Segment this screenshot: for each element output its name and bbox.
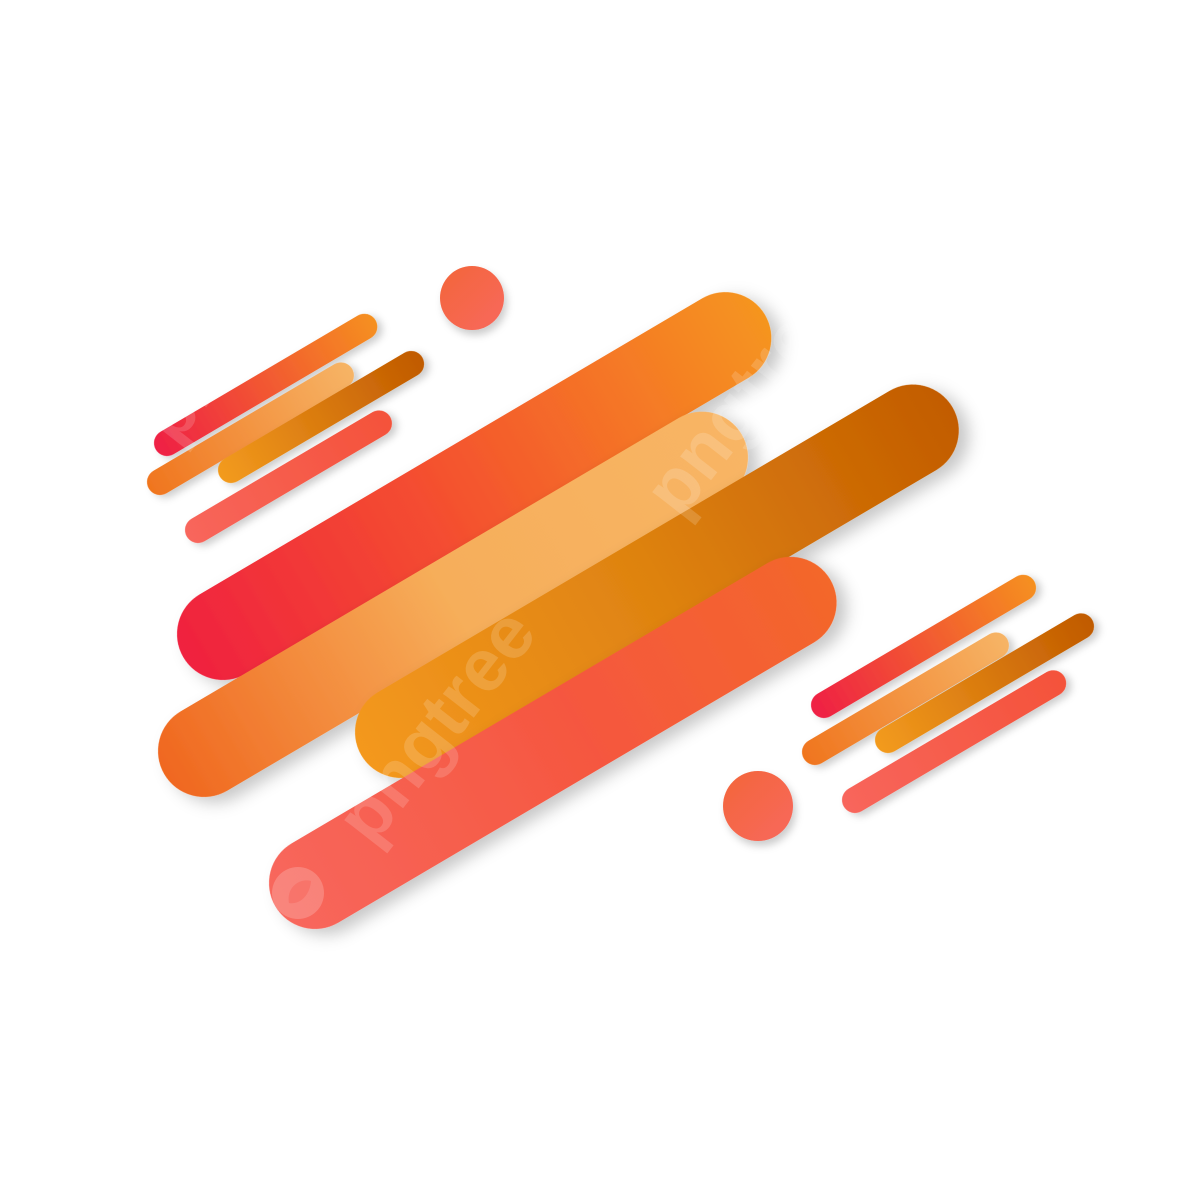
- dot-top: [440, 266, 504, 330]
- small-stripe-red: [811, 574, 1037, 718]
- stripe-brown-long: [355, 384, 959, 778]
- small-stripe-red: [154, 313, 378, 456]
- small-stripe-orange: [147, 362, 354, 495]
- stripe-salmon-long: [269, 556, 837, 929]
- small-stripe-orange: [802, 632, 1009, 765]
- stripe-red-long: [177, 292, 772, 680]
- stripe-orange-long: [158, 411, 749, 797]
- dot-bottom: [723, 771, 793, 841]
- leaf-icon: [272, 867, 324, 919]
- small-stripe-salmon: [185, 410, 392, 543]
- small-stripe-salmon: [842, 670, 1067, 813]
- small-stripe-cluster-bottom-right: [802, 574, 1095, 813]
- small-stripe-brown: [218, 350, 425, 483]
- small-stripe-cluster-top-left: [147, 313, 425, 543]
- small-stripe-brown: [875, 613, 1095, 753]
